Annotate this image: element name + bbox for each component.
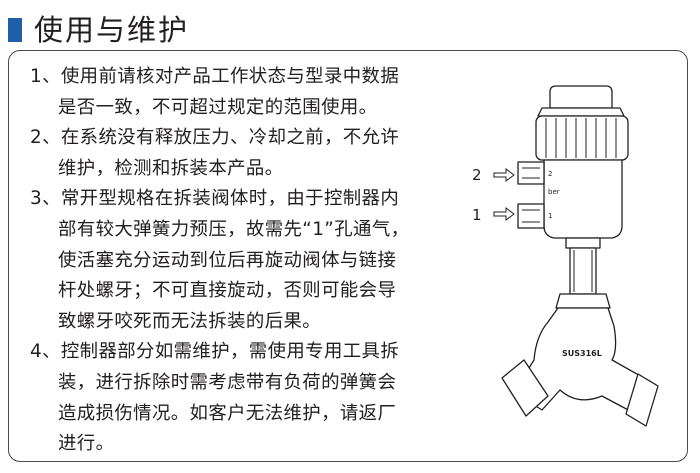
- bonnet-ring: [565, 237, 601, 249]
- item-line: 致螺牙咬死而无法拆装的后果。: [58, 310, 322, 332]
- item-line: 是否一致，不可超过规定的范围使用。: [58, 96, 378, 118]
- item-line: 使活塞充分运动到位后再旋动阀体与链接: [58, 249, 397, 271]
- inlet-port: [501, 359, 549, 417]
- maintenance-item-4: 4、控制器部分如需维护，需使用专用工具拆 装，进行拆除时需考虑带有负荷的弹簧会 …: [30, 337, 450, 459]
- outlet-port: [625, 373, 659, 427]
- item-line: 3、常开型规格在拆装阀体时，由于控制器内: [30, 188, 400, 210]
- body-marking: SUS316L: [562, 349, 602, 358]
- arrow-right-icon: [493, 207, 515, 221]
- actuator-body: [543, 159, 623, 239]
- valve-top-cap: [549, 85, 613, 109]
- arrow-right-icon: [493, 168, 515, 182]
- item-line: 1、使用前请核对产品工作状态与型录中数据: [30, 66, 400, 87]
- port-text: ber: [548, 188, 560, 196]
- section-header: 使用与维护: [8, 10, 688, 52]
- valve-cap-collar: [537, 107, 625, 117]
- item-line: 2、在系统没有释放压力、冷却之前，不允许: [30, 127, 400, 149]
- item-line: 维护，检测和拆装本产品。: [58, 157, 284, 179]
- content-panel: [8, 50, 688, 462]
- maintenance-list: 1、使用前请核对产品工作状态与型录中数据 是否一致，不可超过规定的范围使用。 2…: [30, 62, 450, 460]
- section-title: 使用与维护: [34, 13, 190, 47]
- maintenance-item-2: 2、在系统没有释放压力、冷却之前，不允许 维护，检测和拆装本产品。: [30, 123, 450, 184]
- port-label-1: 1: [472, 206, 482, 224]
- item-line: 4、控制器部分如需维护，需使用专用工具拆: [30, 341, 400, 363]
- port-label-2: 2: [472, 166, 482, 184]
- port-small-label-1: 1: [548, 212, 552, 220]
- item-line: 装，进行拆除时需考虑带有负荷的弹簧会: [58, 371, 397, 393]
- item-line: 进行。: [58, 433, 115, 455]
- actuator-head: [535, 115, 629, 161]
- valve-body: [513, 307, 645, 413]
- angle-seat-valve-diagram: 2 1 2 1 ber SUS316L: [472, 85, 659, 427]
- port-2: [517, 161, 545, 185]
- stem-nut: [555, 293, 611, 309]
- actuator-ribs: [545, 118, 617, 158]
- item-line: 杆处螺牙；不可直接旋动，否则可能会导: [58, 280, 397, 302]
- port-callout-arrows: [493, 168, 515, 221]
- port-small-label-2: 2: [548, 170, 552, 178]
- item-line: 造成损伤情况。如客户无法维护，请返厂: [58, 402, 397, 424]
- diagram-detail-lines: [522, 167, 593, 292]
- item-line: 部有较大弹簧力预压，故需先“1”孔通气，: [58, 218, 410, 240]
- square-marker-icon: [8, 18, 22, 42]
- port-1: [517, 203, 545, 229]
- maintenance-item-1: 1、使用前请核对产品工作状态与型录中数据 是否一致，不可超过规定的范围使用。: [30, 62, 450, 123]
- maintenance-item-3: 3、常开型规格在拆装阀体时，由于控制器内 部有较大弹簧力预压，故需先“1”孔通气…: [30, 184, 450, 337]
